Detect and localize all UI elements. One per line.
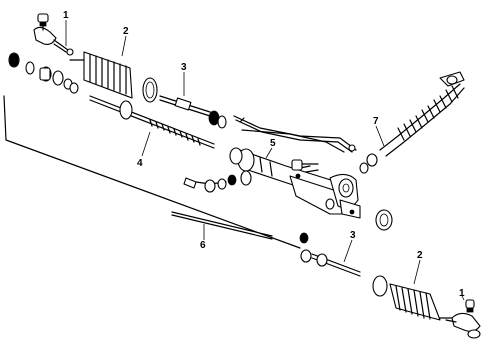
inner-tie-rod-upper (159, 95, 227, 129)
callout-2-upper: 2 (123, 26, 129, 37)
frame-line (3, 95, 301, 249)
inner-tie-rod-lower (299, 232, 361, 277)
callout-1-upper: 1 (63, 10, 69, 21)
callout-2-lower: 2 (417, 250, 423, 261)
callout-7: 7 (373, 116, 379, 127)
pinion-valve (359, 71, 465, 231)
leader-lines (65, 20, 465, 301)
callout-4: 4 (137, 158, 143, 169)
callout-labels: 1 2 3 4 5 6 7 3 2 1 (63, 10, 465, 299)
mounting-hardware-upper-left (8, 52, 79, 94)
rack-boot-lower (372, 275, 457, 321)
callout-3-upper: 3 (181, 62, 187, 73)
callout-5: 5 (270, 138, 276, 149)
callout-6: 6 (200, 240, 206, 251)
housing-fittings (183, 159, 319, 193)
callout-3-lower: 3 (350, 230, 356, 241)
callout-1-lower: 1 (459, 288, 465, 299)
tie-rod-end-upper (33, 13, 74, 56)
long-rod (171, 211, 273, 240)
transfer-lines (233, 115, 357, 153)
rack-boot-upper (69, 51, 158, 103)
rack-shaft (89, 95, 215, 149)
tie-rod-end-lower (445, 299, 481, 339)
